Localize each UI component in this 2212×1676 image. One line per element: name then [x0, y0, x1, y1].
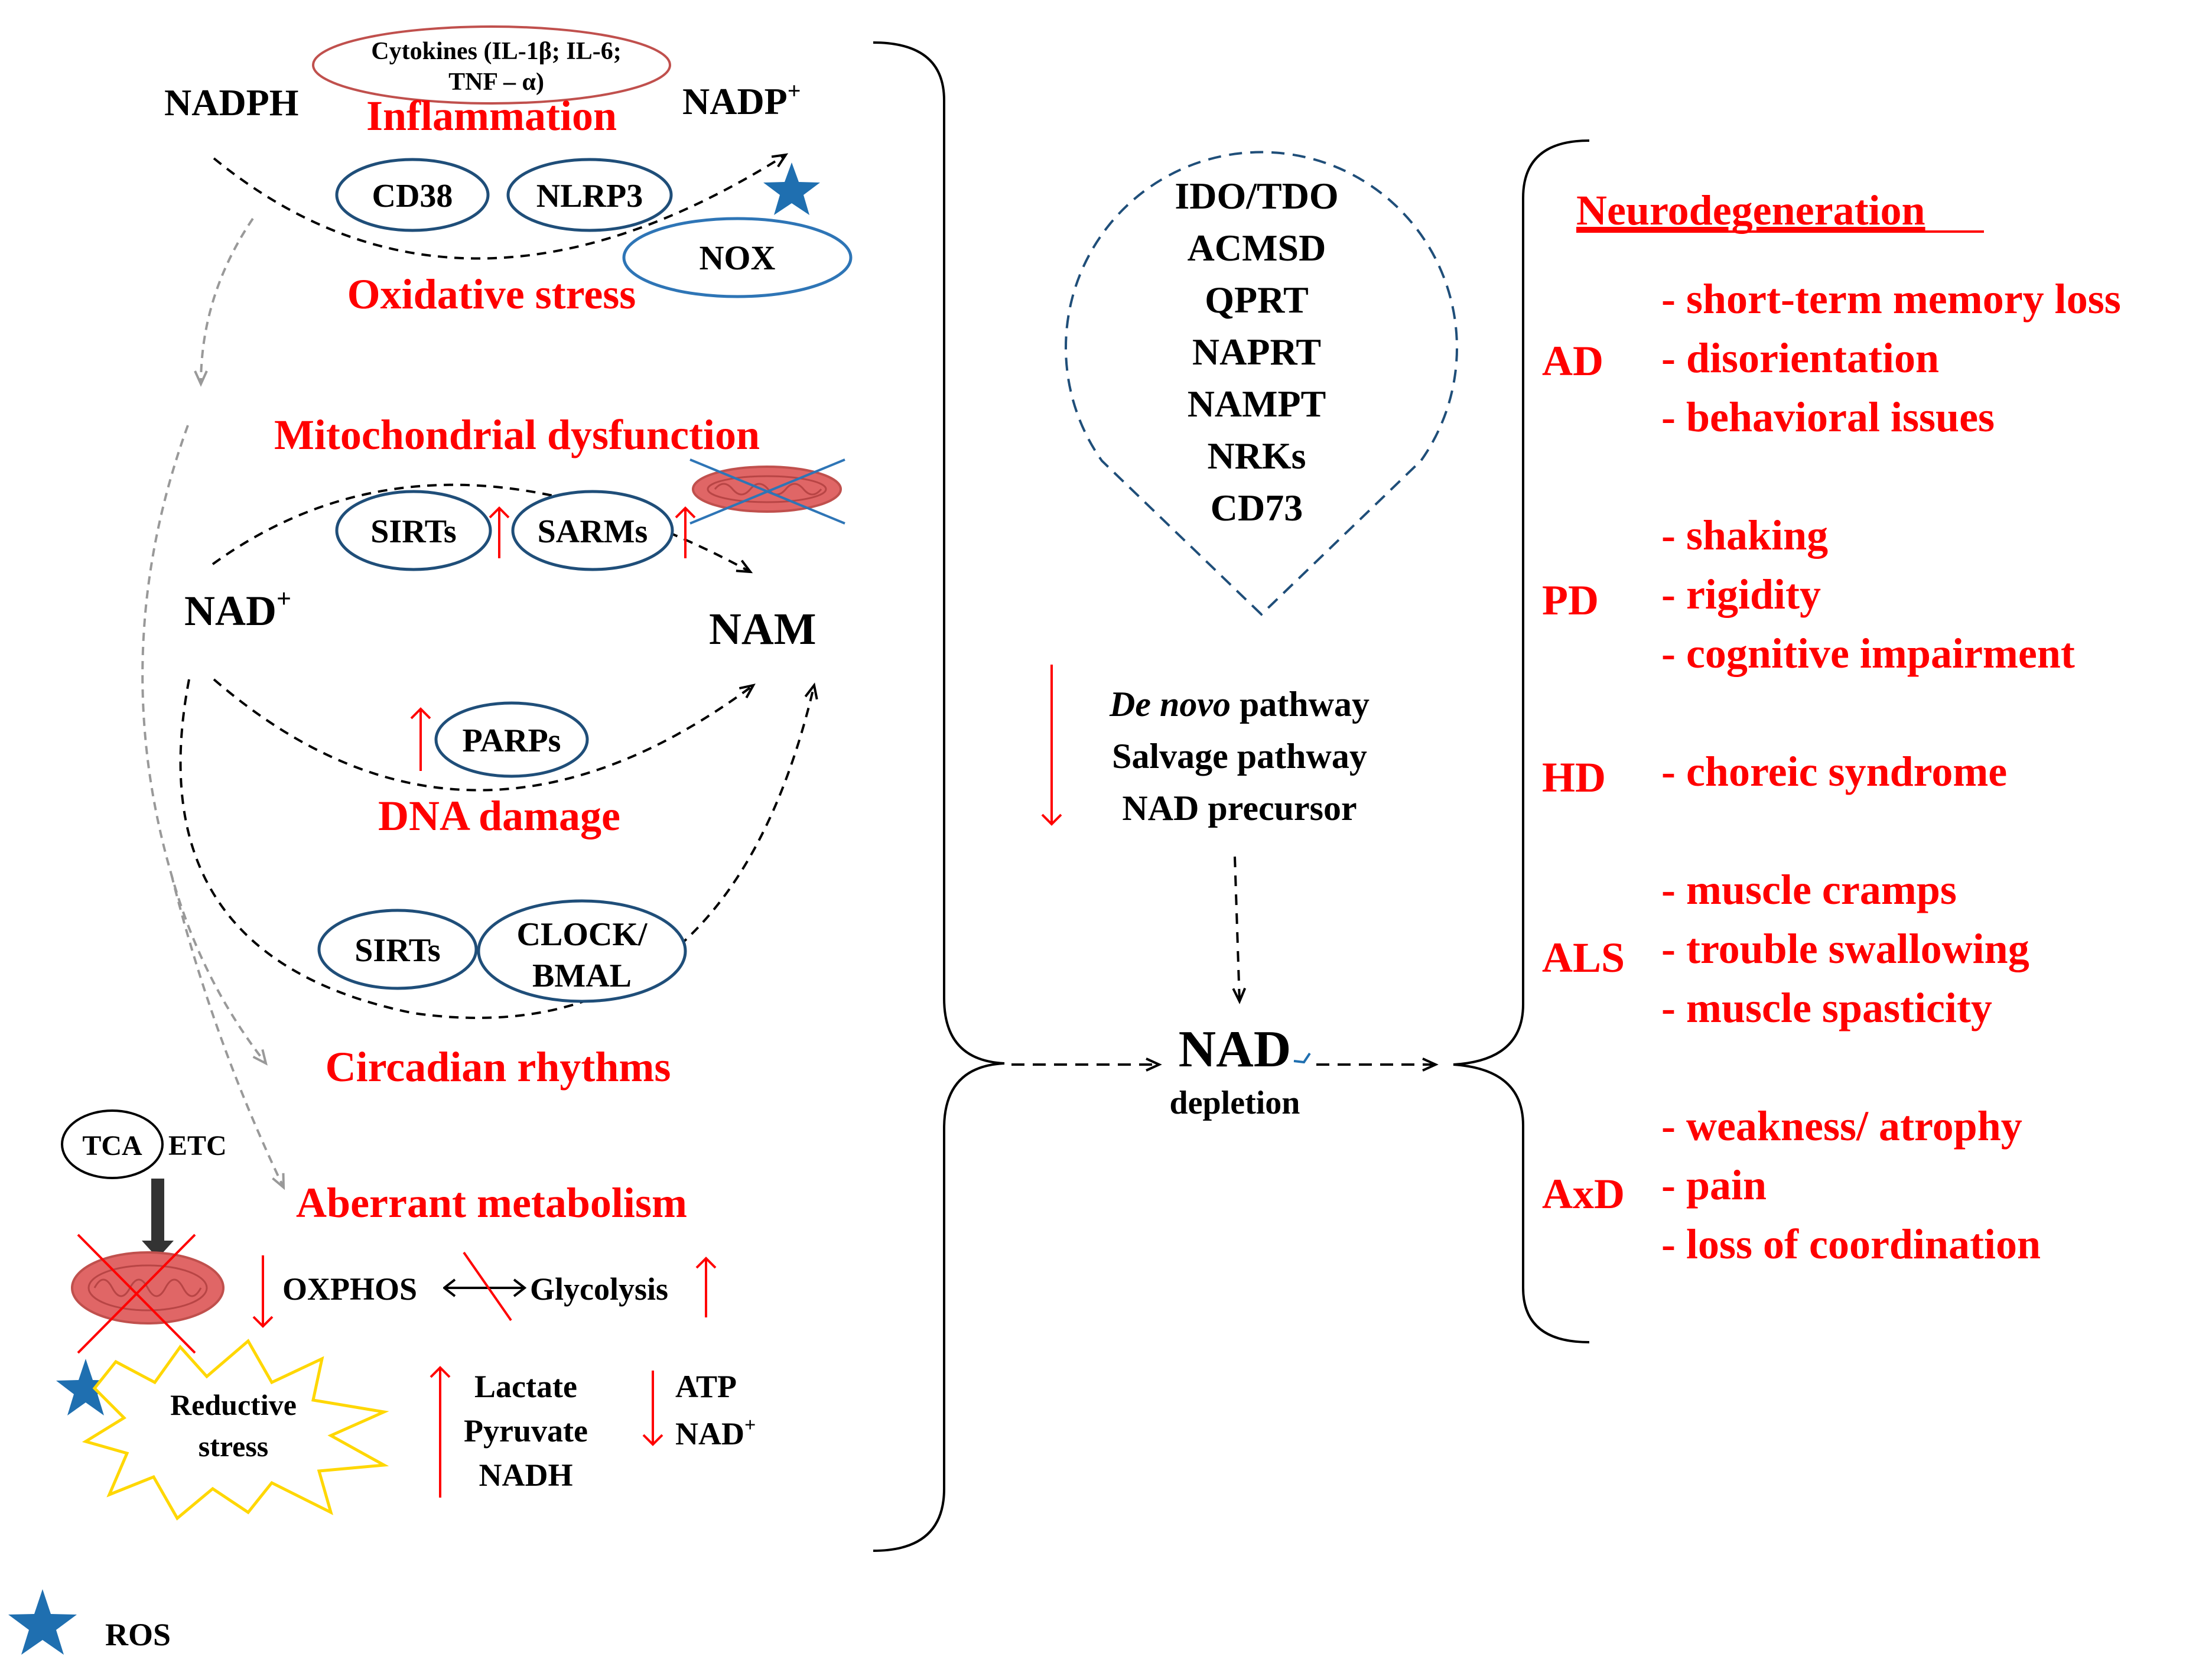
clock-label-1: CLOCK/	[517, 916, 648, 953]
nad-precursor-label: NAD precursor	[1122, 789, 1357, 828]
enzyme-label: CD73	[1211, 487, 1303, 529]
neurodegeneration-title: Neurodegeneration	[1576, 187, 1925, 234]
enzyme-label: NAMPT	[1188, 383, 1326, 425]
enzyme-label: QPRT	[1205, 279, 1309, 321]
inflammation-label: Inflammation	[366, 92, 617, 139]
aberrant-metabolism-label: Aberrant metabolism	[296, 1179, 687, 1226]
nad-plus-label-2: NAD+	[675, 1414, 756, 1452]
ros-star-icon	[763, 162, 820, 215]
nadph-label: NADPH	[164, 82, 299, 123]
sirts-oval-2	[317, 909, 478, 990]
disease-symptom: - behavioral issues	[1661, 393, 1995, 441]
nad-down-tick	[1293, 1052, 1311, 1064]
reductive-stress-label-1: Reductive	[170, 1388, 297, 1421]
cytokines-oval	[312, 25, 671, 105]
nadph-to-nadp-arrow	[213, 153, 789, 260]
pyruvate-label: Pyruvate	[464, 1413, 588, 1449]
disease-symptom: - shaking	[1661, 512, 1828, 559]
sarms-oval	[511, 490, 674, 571]
parps-label: PARPs	[463, 723, 561, 759]
disease-symptom: - short-term memory loss	[1661, 275, 2121, 323]
nlrp3-label: NLRP3	[536, 178, 643, 214]
legend-ros-label: ROS	[105, 1617, 171, 1652]
disease-symptom: - muscle cramps	[1661, 866, 1957, 913]
sirts-oval-1	[335, 490, 492, 571]
nox-label: NOX	[700, 239, 776, 277]
reductive-stress-burst	[82, 1339, 389, 1521]
ros-star-icon-2	[56, 1359, 115, 1415]
sarms-label: SARMs	[538, 513, 648, 550]
right-group-brace	[1453, 139, 1590, 1343]
disease-abbreviation: AD	[1542, 337, 1603, 385]
nam-label: NAM	[709, 604, 817, 654]
de-novo-pathway-label: De novo pathway	[1109, 685, 1370, 724]
clock-label-2: BMAL	[532, 958, 632, 994]
disease-abbreviation: PD	[1542, 577, 1599, 624]
nad-plus-label: NAD+	[184, 584, 291, 634]
disease-symptom: - muscle spasticity	[1661, 984, 1992, 1031]
oxphos-label: OXPHOS	[282, 1271, 417, 1307]
nox-oval	[622, 217, 853, 298]
disease-abbreviation: HD	[1542, 754, 1606, 801]
sirts-label-1: SIRTs	[370, 513, 456, 550]
nad-depletion-label: NAD	[1179, 1021, 1292, 1078]
clock-bmal-oval	[477, 899, 687, 1003]
disease-list: AD - short-term memory loss - disorientati…	[1542, 275, 2121, 1268]
parps-oval	[434, 701, 589, 778]
cd38-oval	[335, 158, 490, 232]
disease-abbreviation: AxD	[1542, 1170, 1625, 1218]
tca-label: TCA	[82, 1130, 142, 1161]
disease-abbreviation: ALS	[1542, 934, 1625, 981]
enzyme-drop-outline	[1065, 151, 1458, 616]
disease-symptom: - rigidity	[1661, 571, 1821, 618]
disease-symptom: - loss of coordination	[1661, 1221, 2041, 1268]
damaged-mitochondrion-icon-2	[71, 1234, 225, 1354]
dna-damage-label: DNA damage	[378, 792, 620, 839]
disease-symptom: - choreic syndrome	[1661, 748, 2007, 795]
nadh-label: NADH	[479, 1457, 573, 1493]
enzyme-label: IDO/TDO	[1175, 175, 1338, 217]
etc-label: ETC	[168, 1130, 227, 1161]
depletion-label: depletion	[1170, 1085, 1300, 1121]
cd38-label: CD38	[372, 178, 453, 214]
gray-arrow-to-mito	[194, 217, 254, 387]
atp-label: ATP	[675, 1369, 737, 1404]
nad-to-nam-arrow-bottom	[179, 679, 818, 1019]
disease-symptom: - weakness/ atrophy	[1661, 1102, 2022, 1150]
gray-arrow-to-metabolism	[170, 874, 285, 1190]
oxidative-stress-label: Oxidative stress	[347, 271, 636, 318]
enzyme-label: NRKs	[1207, 435, 1306, 477]
disease-symptom: - trouble swallowing	[1661, 925, 2029, 972]
disease-symptom: - cognitive impairment	[1661, 630, 2075, 677]
enzyme-label: NAPRT	[1192, 331, 1321, 373]
nlrp3-oval	[506, 158, 673, 232]
tca-oval	[61, 1109, 164, 1179]
oxphos-glycolysis-cross	[463, 1251, 512, 1322]
reductive-stress-label-2: stress	[199, 1430, 269, 1463]
cytokines-label-1: Cytokines (IL-1β; IL-6;	[371, 38, 621, 65]
precursor-to-nad-arrow	[1232, 856, 1247, 1004]
disease-symptom: - disorientation	[1661, 334, 1939, 382]
left-group-brace	[873, 41, 1005, 1552]
tca-down-arrow	[142, 1179, 174, 1258]
nadp-plus-label: NADP+	[682, 77, 801, 122]
gray-arrow-to-circadian	[141, 425, 268, 1066]
enzyme-label: ACMSD	[1188, 227, 1326, 269]
lactate-label: Lactate	[474, 1369, 577, 1404]
mitochondrial-dysfunction-label: Mitochondrial dysfunction	[274, 411, 760, 458]
damaged-mitochondrion-icon-1	[689, 458, 845, 525]
sirts-label-2: SIRTs	[354, 932, 440, 969]
circadian-rhythms-label: Circadian rhythms	[326, 1043, 671, 1091]
nad-to-nam-arrow-middle	[213, 678, 756, 792]
glycolysis-label: Glycolysis	[530, 1271, 668, 1307]
salvage-pathway-label: Salvage pathway	[1112, 737, 1367, 776]
legend-ros-star-icon	[8, 1589, 77, 1655]
disease-symptom: - pain	[1661, 1161, 1767, 1209]
cytokines-label-2: TNF – α)	[448, 69, 544, 96]
